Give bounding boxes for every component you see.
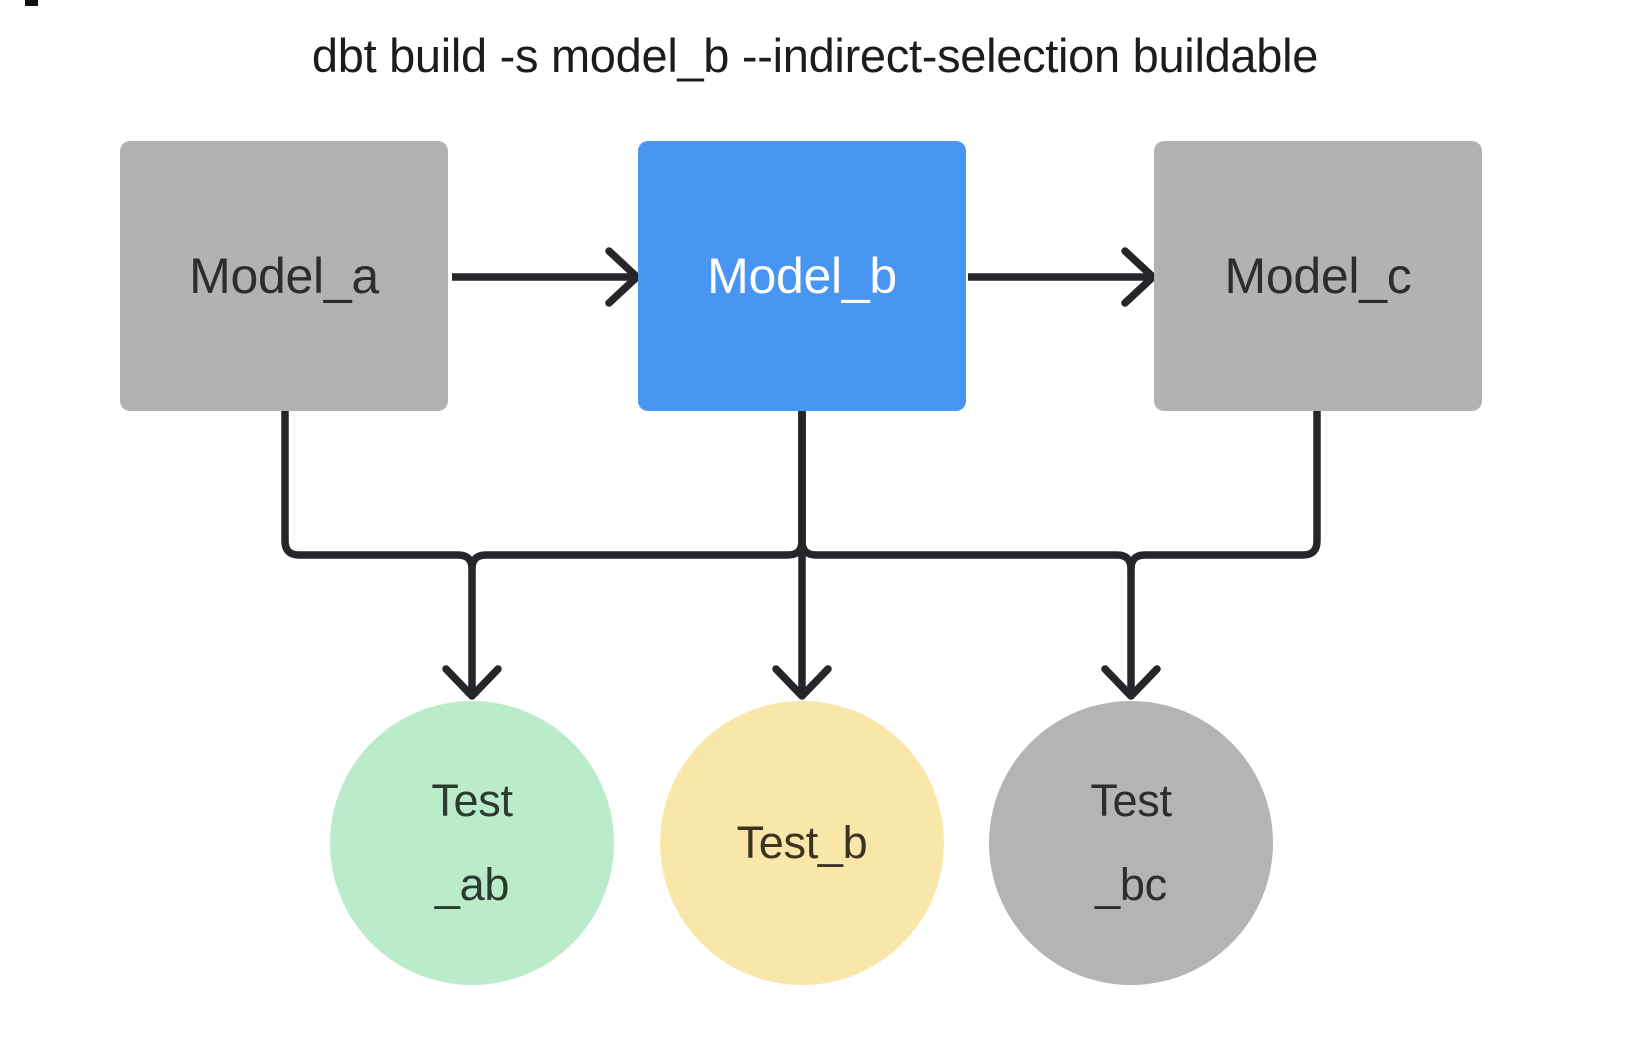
model-b-label: Model_b (707, 248, 897, 304)
edge-model-b-to-test-ab (468, 411, 806, 570)
arrowhead-model-b-to-model-c (1121, 247, 1157, 307)
test-ab-label-line-2: _ab (434, 859, 510, 910)
test-b-node: Test_b (660, 701, 944, 985)
edge-group (281, 247, 1321, 700)
test-ab-node: Test _ab (330, 701, 614, 985)
model-a-label: Model_a (189, 248, 379, 304)
diagram-title: dbt build -s model_b --indirect-selectio… (311, 29, 1319, 82)
arrowhead-to-test-bc (1101, 665, 1161, 700)
test-bc-label-line-1: Test (1090, 775, 1172, 826)
test-ab-label-line-1: Test (431, 775, 513, 826)
edge-model-a-to-test-ab (281, 411, 476, 693)
arrowhead-to-test-b (772, 665, 832, 700)
model-c-label: Model_c (1224, 248, 1412, 304)
artifact-mark (25, 0, 38, 6)
edge-model-b-to-test-bc (798, 411, 1135, 693)
model-a-node: Model_a (120, 141, 448, 411)
test-bc-label-line-2: _bc (1095, 859, 1167, 910)
edge-model-c-to-test-bc (1127, 411, 1321, 570)
arrowhead-to-test-ab (442, 665, 502, 700)
test-bc-node: Test _bc (989, 701, 1273, 985)
arrowhead-model-a-to-model-b (605, 247, 641, 307)
test-b-label-line-1: Test_b (736, 817, 868, 868)
model-b-node: Model_b (638, 141, 966, 411)
model-c-node: Model_c (1154, 141, 1482, 411)
